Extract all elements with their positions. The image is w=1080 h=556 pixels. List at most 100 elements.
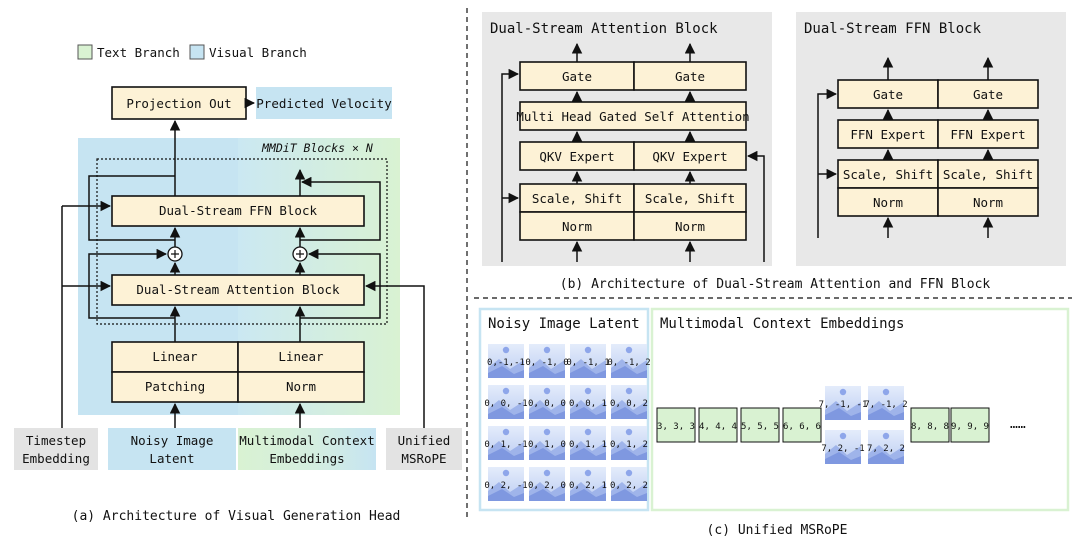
latent-patch-label: 0, -1, 0	[525, 358, 568, 368]
ffn-expert-right-label: FFN Expert	[950, 127, 1025, 142]
predicted-velocity-box	[256, 87, 392, 119]
latent-patch: 0, 2, -1	[484, 467, 528, 501]
latent-patch: 0, 2, 0	[528, 467, 566, 501]
timestep-label-1: Timestep	[26, 433, 86, 448]
latent-patch: 0, 0, 2	[610, 385, 648, 419]
image-token-label: 7, 2, -1	[821, 444, 864, 454]
latent-patch: 0, 0, 1	[569, 385, 607, 419]
residual-add-left-plus	[171, 250, 179, 258]
noisy-latent-label-1: Noisy Image	[131, 433, 214, 448]
latent-patch-label: 0, 0, -1	[484, 399, 527, 409]
latent-patch-label: 0, 0, 0	[528, 399, 566, 409]
noisy-latent-title: Noisy Image Latent	[488, 316, 640, 332]
ffn-scaleshift-left-label: Scale, Shift	[843, 167, 933, 182]
latent-patch: 0, -1, 0	[525, 344, 569, 378]
projection-out-label: Projection Out	[126, 96, 231, 111]
latent-patch-label: 0, -1, 1	[566, 358, 609, 368]
latent-patch: 0, 1, 1	[569, 426, 607, 460]
latent-patch: 0, 0, 0	[528, 385, 566, 419]
text-token-label: 8, 8, 8	[911, 422, 949, 432]
attention-block-label: Dual-Stream Attention Block	[136, 282, 340, 297]
latent-patch-label: 0, 2, 0	[528, 481, 566, 491]
attn-norm-left-label: Norm	[562, 219, 592, 234]
caption-a: (a) Architecture of Visual Generation He…	[72, 509, 401, 524]
ffn-norm-left-label: Norm	[873, 195, 903, 210]
image-token: 7, 2, 2	[867, 430, 905, 464]
attn-norm-right-label: Norm	[675, 219, 705, 234]
noisy-latent-input-box	[108, 428, 236, 470]
latent-patch: 0, 1, 0	[528, 426, 566, 460]
legend-visual-label: Visual Branch	[209, 45, 307, 60]
text-token-label: 6, 6, 6	[783, 422, 821, 432]
residual-add-right-plus	[296, 250, 304, 258]
ffn-norm-right-label: Norm	[973, 195, 1003, 210]
patching-label: Patching	[145, 379, 205, 394]
projection-out-box	[111, 86, 247, 120]
latent-patch-label: 0,-1,-1	[487, 358, 525, 368]
mm-context-title: Multimodal Context Embeddings	[660, 316, 904, 332]
multimodal-context-label-1: Multimodal Context	[239, 433, 374, 448]
ffn-norm-right-box	[937, 187, 1039, 217]
timestep-label-2: Embedding	[22, 451, 90, 466]
linear-right-box	[237, 341, 365, 373]
latent-patch: 0, -1, 2	[607, 344, 651, 378]
ffn-expert-left-label: FFN Expert	[850, 127, 925, 142]
latent-patch-label: 0, 1, 2	[610, 440, 648, 450]
timestep-embedding-box	[14, 428, 98, 470]
latent-patch-label: 0, 2, 1	[569, 481, 607, 491]
noisy-latent-label-2: Latent	[149, 451, 194, 466]
latent-patch-label: 0, 1, -1	[484, 440, 527, 450]
ffn-gate-right-label: Gate	[973, 87, 1003, 102]
ffn-panel-title: Dual-Stream FFN Block	[804, 21, 982, 37]
panel-a-wires	[61, 119, 425, 428]
attn-panel-wires	[501, 42, 765, 262]
latent-patch-label: 0, 1, 0	[528, 440, 566, 450]
latent-patch-label: 0, 0, 2	[610, 399, 648, 409]
linear-left-label: Linear	[152, 349, 198, 364]
text-token-label: 9, 9, 9	[951, 422, 989, 432]
multimodal-context-label-2: Embeddings	[269, 451, 344, 466]
qkv-left-label: QKV Expert	[539, 149, 614, 164]
ffn-norm-left-box	[837, 187, 939, 217]
attn-norm-right-box	[633, 211, 747, 241]
ffn-gate-left-box	[837, 79, 939, 109]
latent-patch: 0,-1,-1	[487, 344, 525, 378]
msrope-label-2: MSRoPE	[401, 451, 446, 466]
mhgsa-box	[519, 101, 747, 131]
msrope-input-box	[386, 428, 462, 470]
latent-patch-label: 0, -1, 2	[607, 358, 650, 368]
mmdit-blocks-label: MMDiT Blocks × N	[261, 141, 373, 155]
attn-scaleshift-right-label: Scale, Shift	[645, 191, 735, 206]
attn-scaleshift-right-box	[633, 183, 747, 213]
latent-patch-label: 0, 2, -1	[484, 481, 527, 491]
attn-scaleshift-left-label: Scale, Shift	[532, 191, 622, 206]
caption-b: (b) Architecture of Dual-Stream Attentio…	[560, 277, 991, 292]
norm-label: Norm	[286, 379, 316, 394]
legend-visual-swatch	[189, 44, 205, 60]
ffn-block-box	[111, 195, 365, 227]
latent-patch: 0, 1, 2	[610, 426, 648, 460]
text-token	[656, 407, 696, 443]
msrope-label-1: Unified	[398, 433, 451, 448]
latent-patch: 0, -1, 1	[566, 344, 610, 378]
text-token	[740, 407, 780, 443]
image-token: 7, -1, -1	[819, 386, 868, 420]
latent-patch-label: 0, 1, 1	[569, 440, 607, 450]
caption-c: (c) Unified MSRoPE	[707, 523, 848, 538]
image-token-label: 7, 2, 2	[867, 444, 905, 454]
qkv-right-label: QKV Expert	[652, 149, 727, 164]
linear-right-label: Linear	[278, 349, 324, 364]
ffn-panel-wires	[817, 56, 994, 238]
mmdit-blocks-frame	[96, 158, 388, 325]
image-token-label: 7, -1, -1	[819, 400, 868, 410]
image-token-label: 7, -1, 2	[864, 400, 907, 410]
latent-patch-label: 0, 0, 1	[569, 399, 607, 409]
latent-patch: 0, 0, -1	[484, 385, 528, 419]
text-token-label: 4, 4, 4	[699, 422, 737, 432]
latent-patch: 0, 2, 1	[569, 467, 607, 501]
ffn-expert-right-box	[937, 119, 1039, 149]
text-token	[782, 407, 822, 443]
